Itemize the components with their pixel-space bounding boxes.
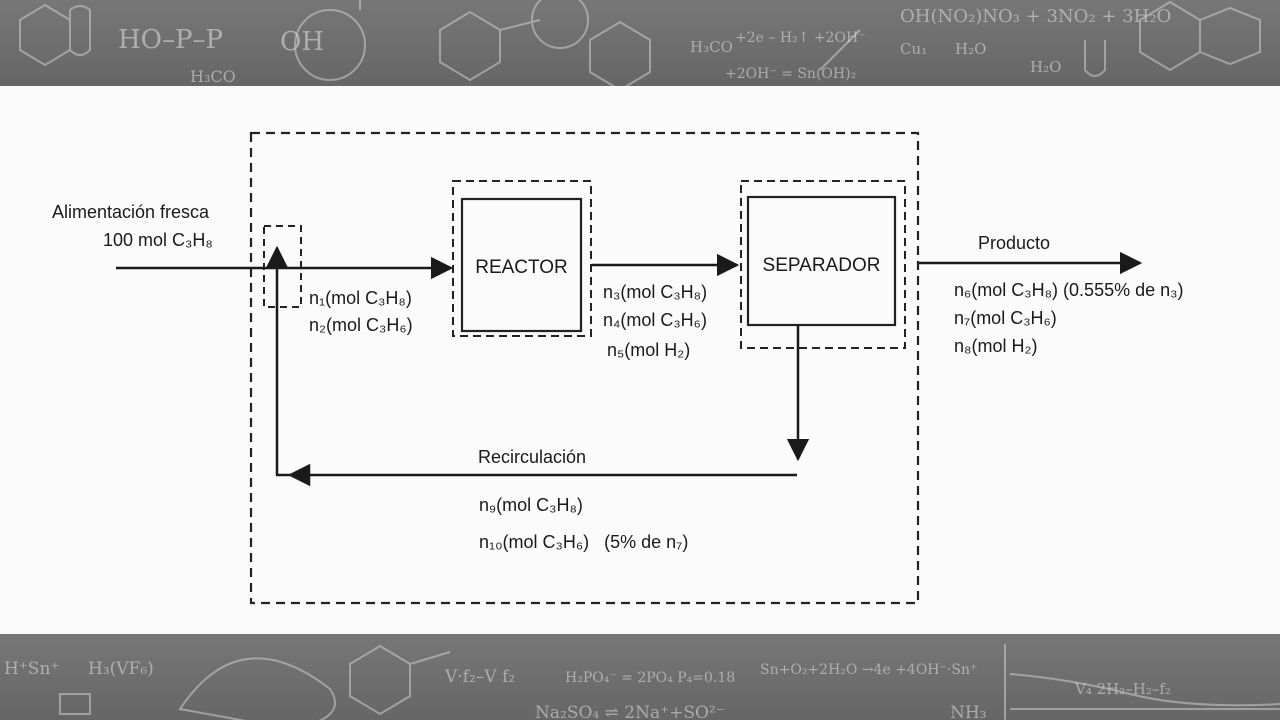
svg-text:H₂O: H₂O <box>1030 58 1061 76</box>
product-title: Producto <box>978 233 1050 253</box>
svg-text:Sn+O₂+2H₂O →4e +4OH⁻·Sn⁺: Sn+O₂+2H₂O →4e +4OH⁻·Sn⁺ <box>760 662 977 678</box>
svg-text:Na₂SO₄ ⇌ 2Na⁺+SO²⁻: Na₂SO₄ ⇌ 2Na⁺+SO²⁻ <box>535 703 725 720</box>
product-n7: n₇(mol C₃H₆) <box>954 308 1057 328</box>
separator-boundary <box>740 180 906 349</box>
reactor-outlet-n4: n₄(mol C₃H₆) <box>603 310 707 330</box>
fresh-feed-amount: 100 mol C₃H₈ <box>103 230 213 250</box>
svg-text:V·f₂–V f₂: V·f₂–V f₂ <box>444 667 515 687</box>
reactor-outlet-n5: n₅(mol H₂) <box>607 340 690 360</box>
chemistry-doodles-bottom: H⁺Sn⁺ H₃(VF₆) V·f₂–V f₂ H₂PO₄⁻ = 2PO₄ P₄… <box>4 644 1280 720</box>
reactor-label: REACTOR <box>475 257 568 278</box>
separator-label: SEPARADOR <box>763 255 881 276</box>
recycle-n9: n₉(mol C₃H₈) <box>479 495 583 515</box>
svg-text:HO–P–P: HO–P–P <box>118 25 223 55</box>
recycle-n10: n₁₀(mol C₃H₆) (5% de n₇) <box>479 532 688 552</box>
reactor-inlet-n2: n₂(mol C₃H₆) <box>309 315 413 335</box>
svg-text:H⁺Sn⁺: H⁺Sn⁺ <box>4 659 59 679</box>
svg-text:NH₃: NH₃ <box>950 703 987 720</box>
svg-text:Cu₁: Cu₁ <box>900 40 927 58</box>
chemistry-doodles-top: HO–P–P OH H₃CO H₃CO +2e – H₂↑ +2OH⁻ +2OH… <box>19 0 1261 86</box>
fresh-feed-title: Alimentación fresca <box>52 202 210 222</box>
recycle-title: Recirculación <box>478 447 586 467</box>
mixing-point-boundary <box>263 225 302 308</box>
svg-text:V₄ 2H₂–H₂–f₂: V₄ 2H₂–H₂–f₂ <box>1074 680 1171 698</box>
svg-text:H₃CO: H₃CO <box>190 67 236 86</box>
svg-text:H₂O: H₂O <box>955 40 986 58</box>
separator-box <box>746 195 897 327</box>
svg-text:H₃(VF₆): H₃(VF₆) <box>88 659 154 679</box>
top-chemistry-background: HO–P–P OH H₃CO H₃CO +2e – H₂↑ +2OH⁻ +2OH… <box>0 0 1280 86</box>
svg-text:+2e – H₂↑ +2OH⁻: +2e – H₂↑ +2OH⁻ <box>735 30 866 46</box>
svg-text:H₃CO: H₃CO <box>690 38 733 56</box>
process-flow-diagram: REACTOR SEPARADOR Alimentación fresca 10… <box>52 131 1183 605</box>
product-n6: n₆(mol C₃H₈) (0.555% de n₃) <box>954 280 1183 300</box>
diagram-panel: REACTOR SEPARADOR Alimentación fresca 10… <box>0 86 1280 634</box>
svg-text:H₂PO₄⁻ = 2PO₄ P₄=0.18: H₂PO₄⁻ = 2PO₄ P₄=0.18 <box>565 670 735 686</box>
svg-text:OH(NO₂)NO₃ + 3NO₂ + 3H₂O: OH(NO₂)NO₃ + 3NO₂ + 3H₂O <box>900 6 1171 27</box>
reactor-inlet-n1: n₁(mol C₃H₈) <box>309 288 412 308</box>
reactor-outlet-n3: n₃(mol C₃H₈) <box>603 282 707 302</box>
product-n8: n₈(mol H₂) <box>954 336 1037 356</box>
system-boundary <box>249 131 920 605</box>
svg-text:OH: OH <box>280 27 324 57</box>
svg-text:+2OH⁻ = Sn(OH)₂: +2OH⁻ = Sn(OH)₂ <box>725 66 856 82</box>
reactor-box <box>460 197 583 333</box>
bottom-chemistry-background: H⁺Sn⁺ H₃(VF₆) V·f₂–V f₂ H₂PO₄⁻ = 2PO₄ P₄… <box>0 634 1280 720</box>
